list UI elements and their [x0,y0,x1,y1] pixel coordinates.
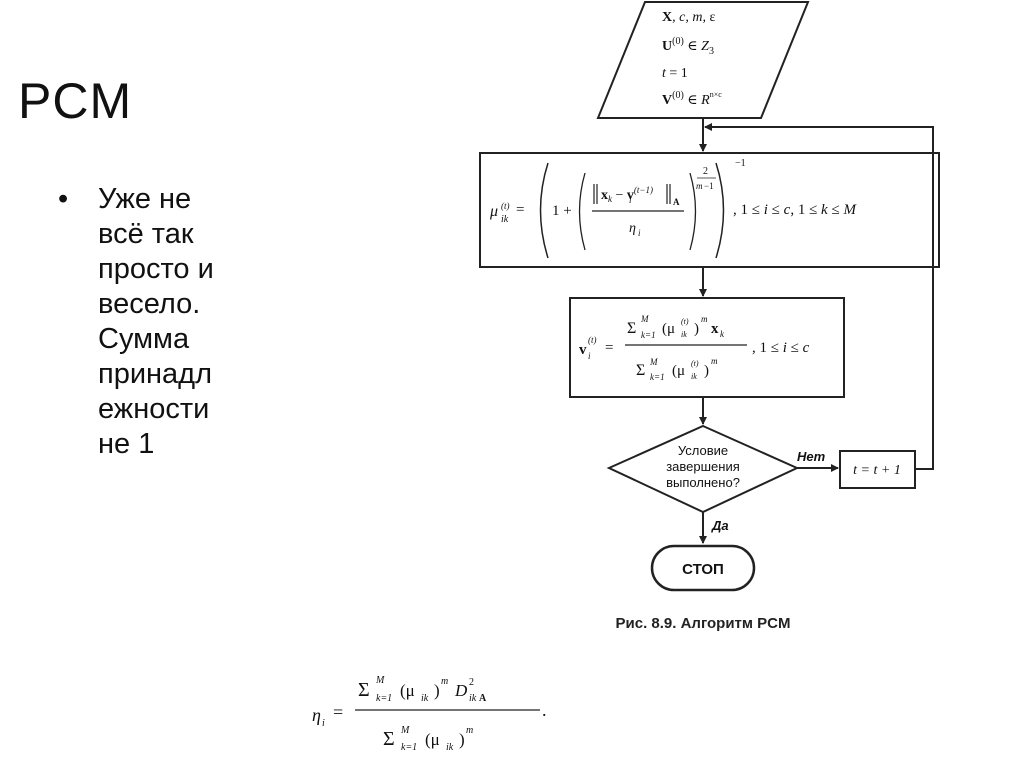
svg-text:D: D [454,681,468,700]
svg-text:.: . [542,700,547,720]
condition-line-2: завершения [666,459,740,474]
svg-text:η: η [629,221,636,236]
svg-text:M: M [649,357,658,367]
svg-text:m: m [711,356,718,366]
svg-text:Σ: Σ [358,679,370,701]
svg-text:k: k [720,329,725,339]
svg-text:A: A [479,693,487,704]
svg-text:xk − v(t−1)i: xk − v(t−1)i [601,185,653,205]
svg-text:i: i [322,718,325,729]
input-line-4: V(0) ∈ Rn×c [662,90,722,108]
yes-label: Да [711,518,729,533]
svg-text:(μ: (μ [400,681,415,700]
center-formula: v (t) i = Σ M k=1 (μ (t) ik ) m x k Σ M … [579,314,810,382]
svg-text:m: m [696,181,703,191]
svg-text:k=1: k=1 [641,330,656,340]
bullet-line: всё так [98,218,194,250]
svg-text:μ: μ [489,203,498,220]
condition-line-1: Условие [678,443,728,458]
increment-box [839,450,916,489]
input-parallelogram [596,0,810,119]
svg-text:2: 2 [469,677,474,688]
svg-text:2: 2 [703,166,708,177]
svg-text:M: M [375,675,385,686]
membership-range: , 1 ≤ i ≤ c, 1 ≤ k ≤ M [733,202,857,218]
svg-text:m: m [701,314,708,324]
svg-text:k=1: k=1 [650,372,665,382]
svg-text:(t): (t) [681,317,689,326]
condition-line-3: выполнено? [666,475,740,490]
svg-text:η: η [312,705,321,725]
svg-text:A: A [673,197,680,207]
svg-text:k=1: k=1 [376,693,392,704]
svg-text:ik: ik [421,693,429,704]
figure-caption: Рис. 8.9. Алгоритм PCM [616,615,791,632]
svg-text:=: = [516,202,524,218]
svg-text:(μ: (μ [672,363,685,379]
svg-text:Σ: Σ [383,728,395,750]
bullet-line: просто и [98,253,214,285]
svg-text:(μ: (μ [425,730,440,749]
svg-text:Σ: Σ [627,320,636,337]
svg-text:): ) [459,730,465,749]
svg-text:ik: ik [691,372,697,381]
stop-label: СТОП [682,561,724,578]
svg-text:M: M [640,314,649,324]
svg-text:i: i [588,351,591,361]
svg-text:=: = [605,340,613,356]
svg-text:(t): (t) [691,359,699,368]
svg-text:): ) [704,363,709,379]
bullet-line: весело. [98,288,201,320]
svg-text:M: M [400,725,410,736]
loop-back-line [704,123,934,470]
svg-text:(t): (t) [501,201,510,211]
svg-text:v: v [579,342,587,358]
svg-text:ik: ik [469,693,477,704]
svg-text:ik: ik [681,330,687,339]
svg-text:(t): (t) [588,335,597,345]
increment-text: t = t + 1 [853,463,901,478]
svg-text:m: m [441,676,448,687]
svg-text:−1: −1 [735,158,746,169]
center-range: , 1 ≤ i ≤ c [752,340,810,356]
bullet-text: Уже не всё так просто и весело. Сумма пр… [98,182,282,462]
stop-terminator [650,544,756,592]
svg-text:−1: −1 [704,181,714,191]
slide-title: PCM [18,73,133,129]
svg-text:Σ: Σ [636,362,645,379]
membership-update-box [479,152,940,268]
bullet-dot: • [58,183,69,215]
input-line-2: U(0) ∈ Z3 [662,36,714,57]
bullet-line: принадл [98,358,213,390]
eta-formula: η i = Σ M k=1 (μ ik ) m D 2 ik A . Σ M k… [312,675,547,753]
no-label: Нет [797,449,826,464]
svg-text:): ) [434,681,440,700]
centers-update-box [569,297,845,398]
svg-text:): ) [694,321,699,337]
svg-text:x: x [711,321,719,337]
bullet-item: • Уже не всё так просто и весело. Сумма … [58,182,282,462]
svg-text:i: i [638,228,641,238]
svg-text:1 +: 1 + [552,203,572,219]
svg-text:(μ: (μ [662,321,675,337]
svg-text:ik: ik [501,214,509,225]
bullet-line: не 1 [98,428,155,460]
membership-formula: μ (t) ik = 1 + xk − v(t−1)i A η i 2 m −1… [489,158,857,259]
bullet-line: Уже не [98,183,192,215]
input-line-1: X, c, m, ε [662,10,715,25]
svg-text:=: = [333,702,343,722]
bullet-line: ежности [98,393,210,425]
svg-text:ik: ik [446,742,454,753]
svg-text:m: m [466,725,473,736]
bullet-line: Сумма [98,323,190,355]
svg-text:k=1: k=1 [401,742,417,753]
input-line-3: t = 1 [662,66,688,81]
